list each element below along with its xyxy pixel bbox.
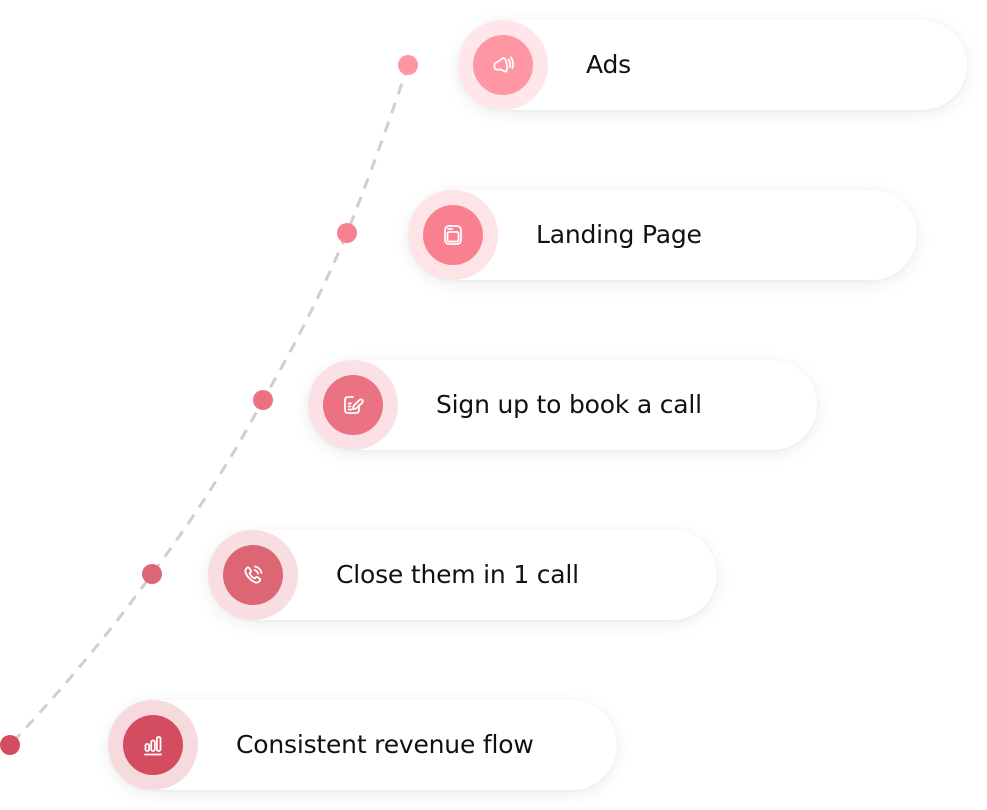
step-dot-revenue: [0, 735, 20, 755]
browser-window-icon: [444, 225, 462, 245]
step-sign-up-to-book-a-call[interactable]: Sign up to book a call: [308, 360, 817, 450]
bar-chart-icon: [144, 736, 162, 756]
step-dot-close-call: [142, 564, 162, 584]
step-consistent-revenue-flow[interactable]: Consistent revenue flow: [108, 700, 617, 790]
icon-circle: [223, 545, 283, 605]
step-dot-landing-page: [337, 223, 357, 243]
step-ads[interactable]: Ads: [458, 20, 967, 110]
step-label: Landing Page: [536, 220, 702, 249]
icon-halo: [108, 700, 198, 790]
icon-circle: [123, 715, 183, 775]
step-close-them-in-1-call[interactable]: Close them in 1 call: [208, 530, 717, 620]
step-label: Ads: [586, 50, 631, 79]
edit-note-icon: [344, 396, 364, 414]
icon-circle: [473, 35, 533, 95]
step-dot-ads: [398, 55, 418, 75]
icon-halo: [408, 190, 498, 280]
icon-halo: [208, 530, 298, 620]
step-label: Consistent revenue flow: [236, 730, 534, 759]
icon-halo: [458, 20, 548, 110]
step-dot-sign-up: [253, 390, 273, 410]
icon-circle: [423, 205, 483, 265]
icon-halo: [308, 360, 398, 450]
icon-circle: [323, 375, 383, 435]
step-landing-page[interactable]: Landing Page: [408, 190, 917, 280]
megaphone-icon: [493, 56, 514, 73]
step-label: Sign up to book a call: [436, 390, 702, 419]
step-label: Close them in 1 call: [336, 560, 579, 589]
phone-call-icon: [244, 565, 263, 584]
